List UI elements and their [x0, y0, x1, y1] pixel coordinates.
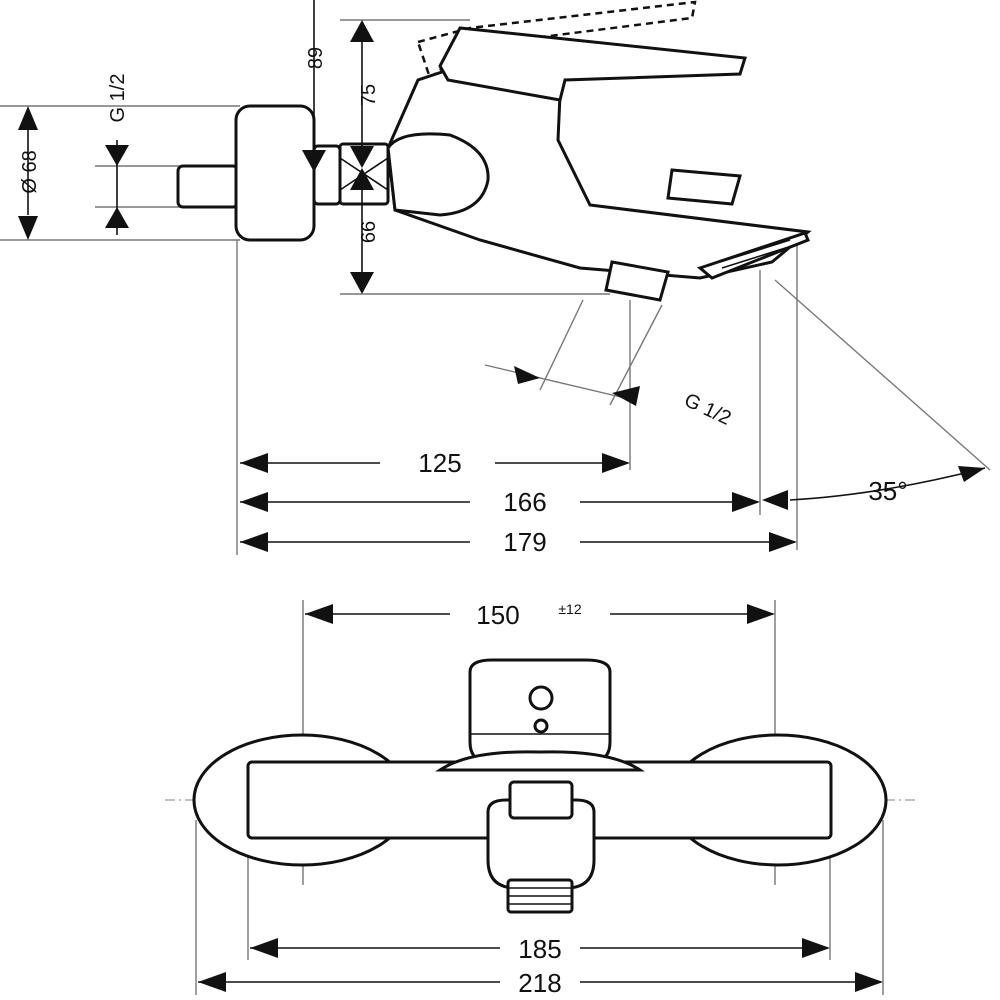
wall-rosette-side — [234, 104, 316, 242]
lever-indicator-large-icon — [528, 685, 554, 711]
diverter-front — [508, 780, 574, 820]
lever-indicator-small-icon — [533, 718, 549, 734]
dim-label-75: 75 — [358, 84, 380, 106]
dim-d185 — [250, 938, 830, 958]
aerator-lines — [719, 239, 796, 269]
dim-label-125: 125 — [418, 448, 461, 478]
lever-handle — [438, 26, 747, 102]
dim-d179 — [240, 532, 797, 552]
aerator-front — [506, 878, 574, 914]
dim-label-89: 89 — [305, 47, 327, 69]
dim-label-185: 185 — [518, 934, 561, 964]
dim-label-150: 150 — [476, 600, 519, 630]
dim-label-218: 218 — [518, 968, 561, 998]
dim-angle-35 — [762, 466, 986, 510]
hose-outlet — [604, 260, 670, 302]
dim-height-75-66 — [350, 20, 374, 294]
dim-label-66: 66 — [358, 221, 380, 243]
dim-label-g12-wall: G 1/2 — [107, 74, 129, 123]
dim-d125 — [240, 453, 630, 473]
lever-handle-front — [468, 658, 612, 764]
diverter-knob — [666, 168, 742, 206]
dim-label-diameter-68: Ø 68 — [19, 150, 41, 193]
dim-label-tolerance: ±12 — [558, 601, 581, 617]
dim-thread-spout — [514, 366, 640, 406]
dim-d218 — [198, 972, 883, 992]
body-dome — [386, 132, 490, 217]
dim-diameter-68 — [18, 106, 38, 240]
dim-d150 — [305, 604, 775, 624]
front-view: 150 ±12 185 218 — [165, 600, 915, 998]
body-hump — [435, 750, 645, 772]
spout-front — [486, 798, 596, 890]
dim-d166 — [240, 492, 760, 512]
dim-thread-wall — [105, 140, 129, 235]
wall-connection-stub — [176, 164, 240, 209]
side-view: 125 166 179 35° G 1/2 — [0, 0, 991, 557]
dim-label-35-degrees: 35° — [868, 476, 907, 506]
dim-height-89 — [302, 0, 326, 172]
dim-label-g12-spout: G 1/2 — [681, 389, 735, 430]
dim-label-166: 166 — [503, 487, 546, 517]
dim-label-179: 179 — [503, 527, 546, 557]
